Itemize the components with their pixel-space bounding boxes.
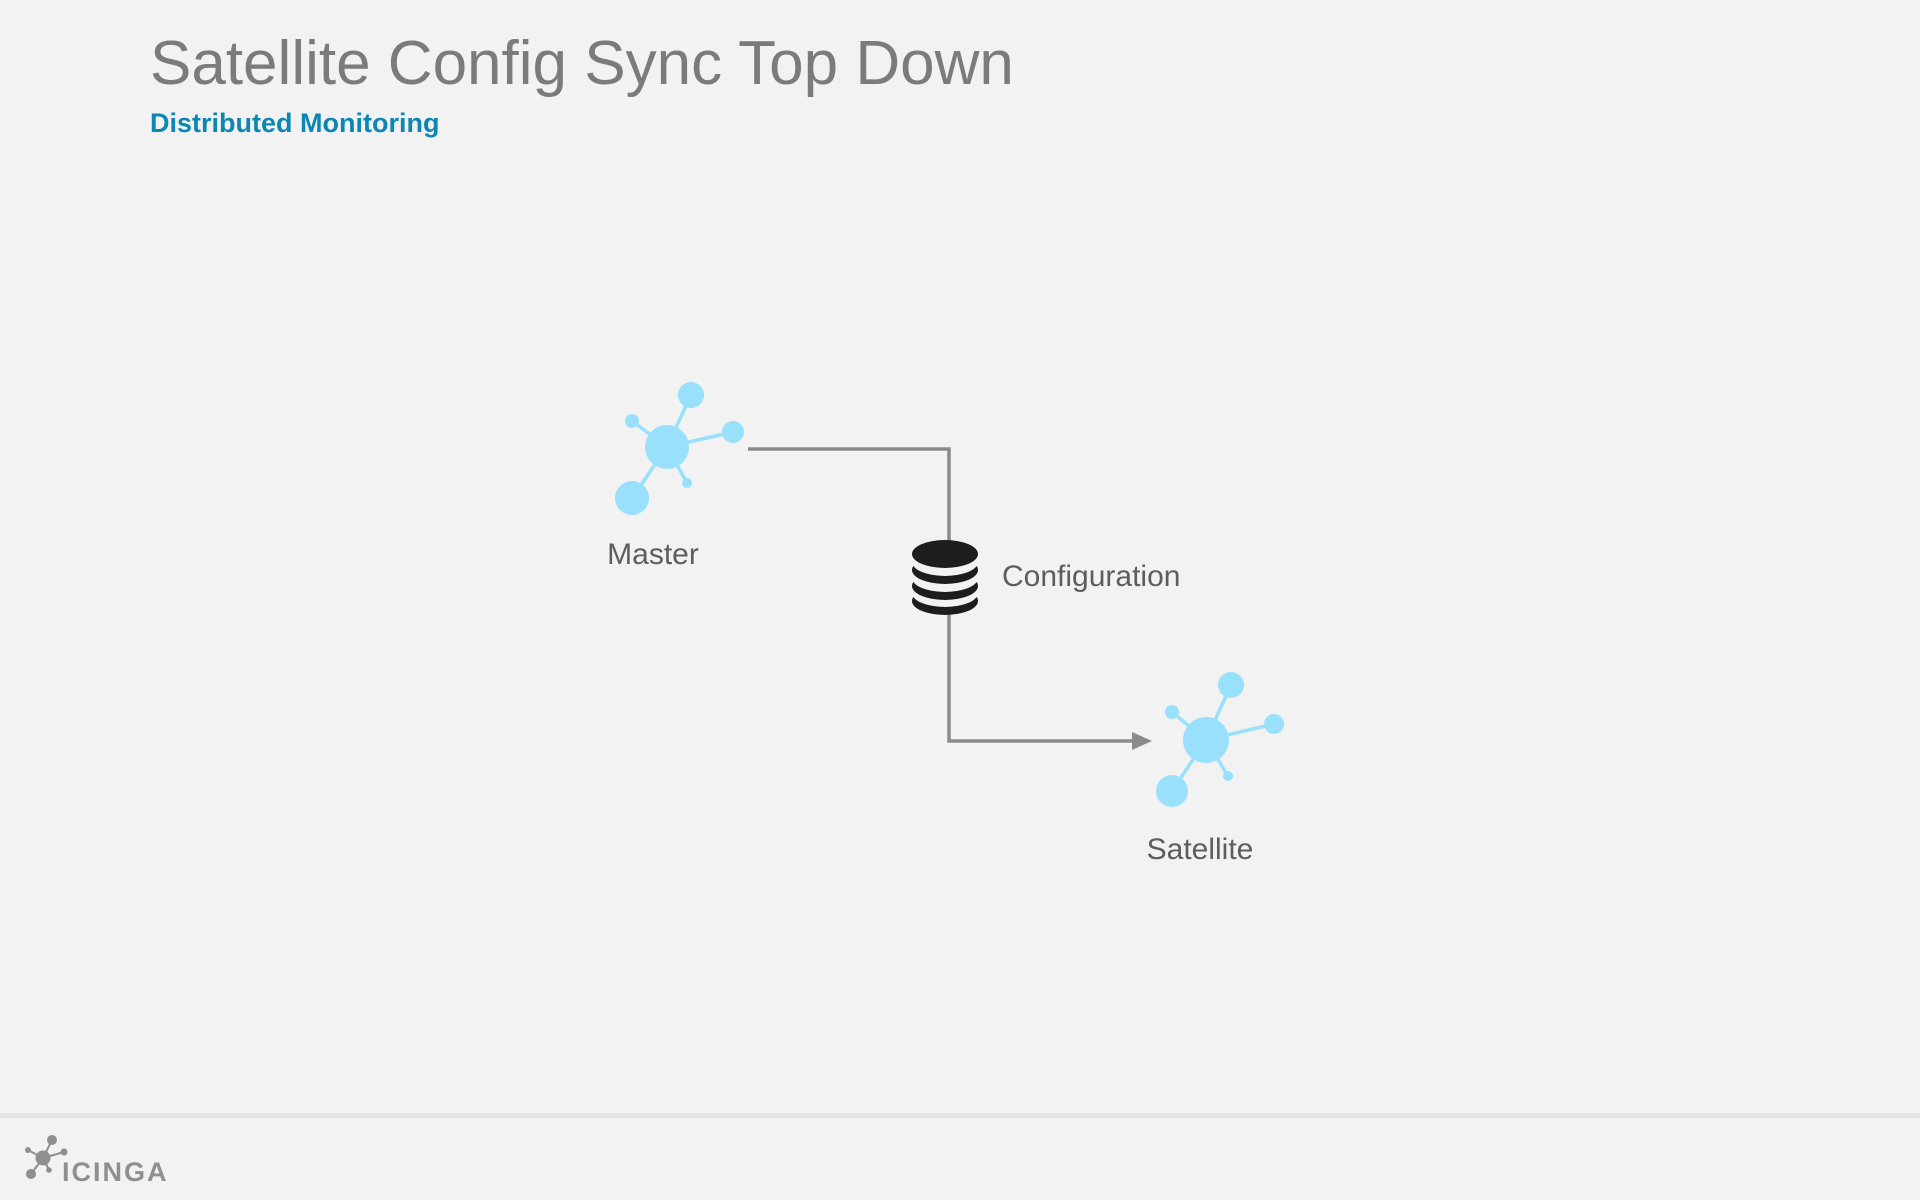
master-node-icon xyxy=(615,382,744,515)
page-subtitle: Distributed Monitoring xyxy=(150,108,440,138)
page-title: Satellite Config Sync Top Down xyxy=(150,29,1014,98)
database-icon xyxy=(912,540,978,615)
icinga-logo-text: ICINGA xyxy=(62,1157,169,1187)
configuration-label: Configuration xyxy=(1002,560,1181,593)
satellite-node-icon xyxy=(1156,672,1284,807)
satellite-node-label: Satellite xyxy=(1146,833,1254,866)
icinga-logo-icon xyxy=(25,1135,68,1179)
master-node-label: Master xyxy=(607,538,699,571)
footer-divider xyxy=(0,1113,1920,1118)
